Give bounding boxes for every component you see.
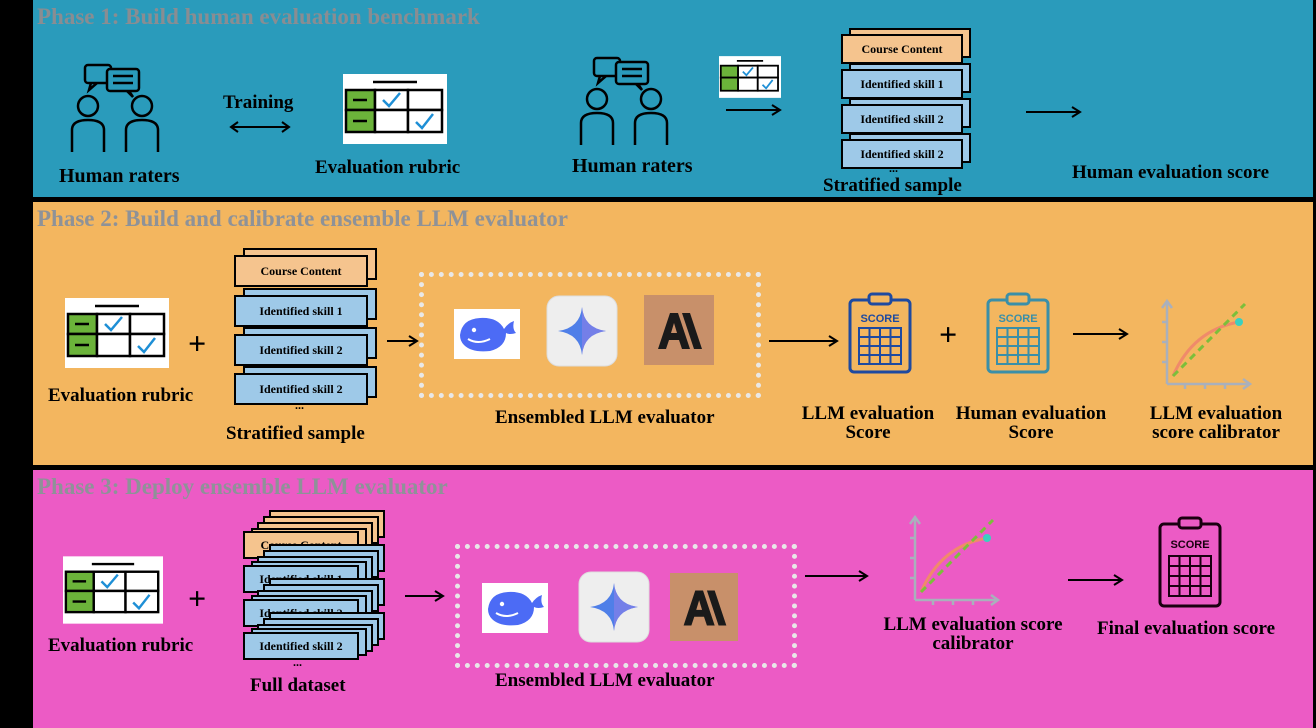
skill-card: Identified skill 2 bbox=[841, 139, 963, 169]
final-evaluation-score-label: Final evaluation score bbox=[1097, 618, 1276, 639]
anthropic-icon bbox=[644, 295, 714, 365]
phase1-title: Phase 1: Build human evaluation benchmar… bbox=[37, 4, 480, 29]
plus-sign: + bbox=[939, 316, 958, 352]
score-card-icon: SCORE bbox=[847, 292, 913, 374]
score-card-text: SCORE bbox=[1170, 539, 1209, 551]
skill-card: Identified skill 2 bbox=[841, 104, 963, 134]
arrow-icon bbox=[387, 335, 419, 347]
calibration-chart-icon bbox=[907, 514, 1003, 607]
ellipsis: ... bbox=[295, 398, 304, 412]
skill-card: Identified skill 2 bbox=[234, 373, 368, 405]
people-icon bbox=[69, 62, 161, 154]
arrow-icon bbox=[726, 104, 782, 116]
rubric-icon-small bbox=[719, 56, 781, 98]
plus-sign: + bbox=[188, 580, 207, 616]
arrow-icon bbox=[1026, 106, 1082, 118]
evaluation-rubric-label: Evaluation rubric bbox=[315, 157, 461, 178]
plus-sign: + bbox=[188, 325, 207, 361]
skill-card: Identified skill 1 bbox=[234, 295, 368, 327]
calibration-chart-icon bbox=[1159, 298, 1255, 391]
phase3-panel: Phase 3: Deploy ensemble LLM evaluator E… bbox=[33, 470, 1313, 728]
ensemble-box bbox=[419, 272, 761, 398]
score-card-text: SCORE bbox=[998, 313, 1037, 325]
skill-card: Identified skill 1 bbox=[841, 69, 963, 99]
score-card-icon: SCORE bbox=[985, 292, 1051, 374]
arrow-icon bbox=[1073, 328, 1129, 340]
human-raters-label: Human raters bbox=[59, 165, 180, 187]
sparkle-icon bbox=[546, 295, 618, 367]
ensemble-box bbox=[455, 544, 797, 668]
phase1-panel: Phase 1: Build human evaluation benchmar… bbox=[33, 0, 1313, 197]
arrow-icon bbox=[805, 570, 869, 582]
rubric-icon bbox=[343, 74, 447, 144]
training-label: Training bbox=[223, 92, 294, 113]
full-dataset-label: Full dataset bbox=[250, 675, 346, 696]
double-arrow-icon bbox=[229, 120, 291, 134]
human-evaluation-score-label: Human evaluation score bbox=[1072, 162, 1270, 183]
ellipsis: ... bbox=[889, 161, 898, 175]
evaluation-rubric-label: Evaluation rubric bbox=[48, 635, 194, 656]
phase2-title: Phase 2: Build and calibrate ensemble LL… bbox=[37, 206, 568, 231]
people-icon bbox=[578, 55, 670, 147]
sparkle-icon bbox=[578, 571, 650, 643]
ellipsis: ... bbox=[293, 655, 302, 669]
whale-icon bbox=[454, 309, 520, 359]
human-raters-label-2: Human raters bbox=[572, 155, 693, 177]
score-card-icon: SCORE bbox=[1157, 516, 1223, 608]
course-content-card: Course Content bbox=[841, 34, 963, 64]
arrow-icon bbox=[769, 335, 839, 347]
skill-card: Identified skill 2 bbox=[234, 334, 368, 366]
stratified-sample-label: Stratified sample bbox=[823, 175, 962, 196]
score-card-text: SCORE bbox=[860, 313, 899, 325]
stratified-sample-label: Stratified sample bbox=[226, 423, 365, 444]
rubric-icon bbox=[65, 298, 169, 368]
arrow-icon bbox=[1068, 574, 1124, 586]
anthropic-icon bbox=[670, 573, 738, 641]
whale-icon bbox=[482, 583, 548, 633]
course-content-card: Course Content bbox=[234, 255, 368, 287]
phase3-title: Phase 3: Deploy ensemble LLM evaluator bbox=[37, 474, 448, 499]
ensembled-llm-evaluator-label: Ensembled LLM evaluator bbox=[495, 407, 715, 428]
ensembled-llm-evaluator-label: Ensembled LLM evaluator bbox=[495, 670, 715, 691]
evaluation-rubric-label: Evaluation rubric bbox=[48, 385, 194, 406]
skill-card: Identified skill 2 bbox=[243, 632, 359, 660]
arrow-icon bbox=[405, 590, 445, 602]
rubric-icon bbox=[63, 556, 163, 624]
phase2-panel: Phase 2: Build and calibrate ensemble LL… bbox=[33, 202, 1313, 465]
